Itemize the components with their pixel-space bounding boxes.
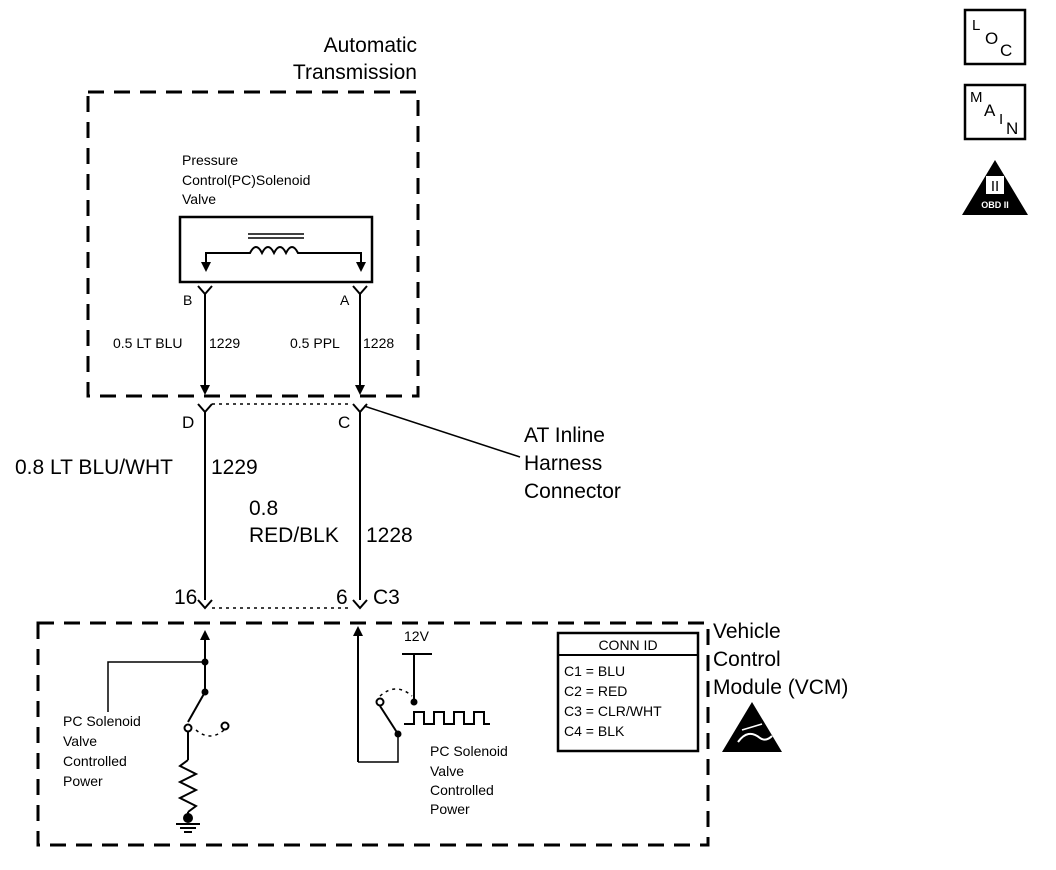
- solenoid-label-line3: Valve: [182, 191, 216, 207]
- wire-b-circuit: 1229: [209, 335, 240, 351]
- left-label-line2: Valve: [63, 733, 97, 749]
- left-switch-blade: [187, 691, 206, 723]
- left-wire-circuit: 1229: [211, 456, 258, 479]
- loc-letter-o: O: [985, 29, 998, 48]
- voltage-label: 12V: [404, 628, 430, 644]
- pin-16-terminal-icon: [197, 599, 213, 610]
- main-letter-a: A: [984, 101, 996, 120]
- main-icon[interactable]: M A I N: [963, 83, 1027, 141]
- solenoid-label-line2: Control(PC)Solenoid: [182, 172, 310, 188]
- left-label-line3: Controlled: [63, 753, 127, 769]
- vcm-label-line2: Control: [713, 648, 781, 671]
- esd-warning-icon: [722, 702, 782, 752]
- solenoid-label-line1: Pressure: [182, 152, 238, 168]
- transmission-block: Automatic Transmission Pressure Control(…: [86, 34, 420, 398]
- wire-a-color-label: 0.5 PPL: [290, 335, 340, 351]
- wire-a-circuit: 1228: [363, 335, 394, 351]
- right-label-line2: Valve: [430, 763, 464, 779]
- conn-id-table: CONN ID C1 = BLU C2 = RED C3 = CLR/WHT C…: [556, 631, 700, 753]
- right-label-line1: PC Solenoid: [430, 743, 508, 759]
- harness-wires: 0.8 LT BLU/WHT 1229 0.8 RED/BLK 1228 16 …: [15, 412, 413, 610]
- left-label-line4: Power: [63, 773, 103, 789]
- right-wire-circuit: 1228: [366, 524, 413, 547]
- conn-id-row: C4 = BLK: [564, 723, 625, 739]
- obd-ii-icon[interactable]: II OBD II: [962, 160, 1028, 215]
- pin-a-terminal-icon: [352, 285, 368, 296]
- transmission-title-line1: Automatic: [324, 34, 417, 57]
- pin-16-label: 16: [174, 586, 197, 609]
- ground-icon: [176, 813, 200, 833]
- vcm-block: Vehicle Control Module (VCM): [36, 620, 848, 847]
- conn-id-row: C3 = CLR/WHT: [564, 703, 662, 719]
- main-letter-n: N: [1006, 119, 1018, 138]
- obd-numeral: II: [991, 178, 999, 195]
- solenoid-coil-icon: [201, 233, 366, 272]
- right-return-line: [358, 736, 399, 763]
- left-switch-arc: [195, 729, 225, 737]
- right-wire-size: 0.8: [249, 497, 278, 520]
- connector-c3-label: C3: [373, 586, 400, 609]
- pin-b-label: B: [183, 292, 192, 308]
- vcm-label-line3: Module (VCM): [713, 676, 848, 699]
- wire-b-color: 0.5 LT BLU: [113, 335, 183, 351]
- pin-d-label: D: [182, 413, 194, 432]
- left-wire-color: 0.8 LT BLU/WHT: [15, 456, 173, 479]
- conn-id-title: CONN ID: [598, 637, 657, 653]
- main-letter-m: M: [970, 89, 983, 106]
- vcm-label-line1: Vehicle: [713, 620, 781, 643]
- right-switch-blade: [379, 705, 399, 735]
- connector-label-line2: Harness: [524, 452, 602, 475]
- pin-c-label: C: [338, 413, 350, 432]
- vcm-boundary: [36, 621, 710, 847]
- connector-leader-line: [363, 405, 521, 458]
- pin-b-terminal-icon: [197, 285, 213, 296]
- loc-icon[interactable]: L O C: [963, 8, 1027, 66]
- right-wire-color: RED/BLK: [249, 524, 339, 547]
- pin-c-terminal-icon: [352, 403, 368, 414]
- conn-id-row: C1 = BLU: [564, 663, 625, 679]
- conn-id-row: C2 = RED: [564, 683, 627, 699]
- left-driver-circuit: PC Solenoid Valve Controlled Power: [63, 630, 230, 833]
- pwm-signal-icon: [404, 711, 490, 725]
- pin-6-terminal-icon: [352, 599, 368, 610]
- left-feed-line: [107, 661, 205, 712]
- right-label-line3: Controlled: [430, 782, 494, 798]
- connector-label-line3: Connector: [524, 480, 621, 503]
- inline-harness-connector: D C AT Inline Harness Connector: [182, 403, 621, 503]
- connector-label-line1: AT Inline: [524, 424, 605, 447]
- pin-6-label: 6: [336, 586, 348, 609]
- pin-d-terminal-icon: [197, 403, 213, 414]
- conn-id-box: [556, 631, 700, 753]
- pc-solenoid-valve: [178, 215, 374, 284]
- obd-label: OBD II: [981, 200, 1009, 210]
- loc-letter-c: C: [1000, 41, 1012, 60]
- left-label-line1: PC Solenoid: [63, 713, 141, 729]
- loc-letter-l: L: [972, 17, 980, 34]
- main-letter-i: I: [999, 111, 1003, 128]
- right-switch-arc: [379, 688, 413, 697]
- right-label-line4: Power: [430, 801, 470, 817]
- right-driver-circuit: 12V PC Solenoid Valve Controlled Power: [353, 626, 508, 817]
- pin-a-label: A: [340, 292, 350, 308]
- transmission-title-line2: Transmission: [293, 61, 417, 84]
- transmission-boundary: [86, 90, 420, 398]
- resistor-icon: [177, 759, 199, 813]
